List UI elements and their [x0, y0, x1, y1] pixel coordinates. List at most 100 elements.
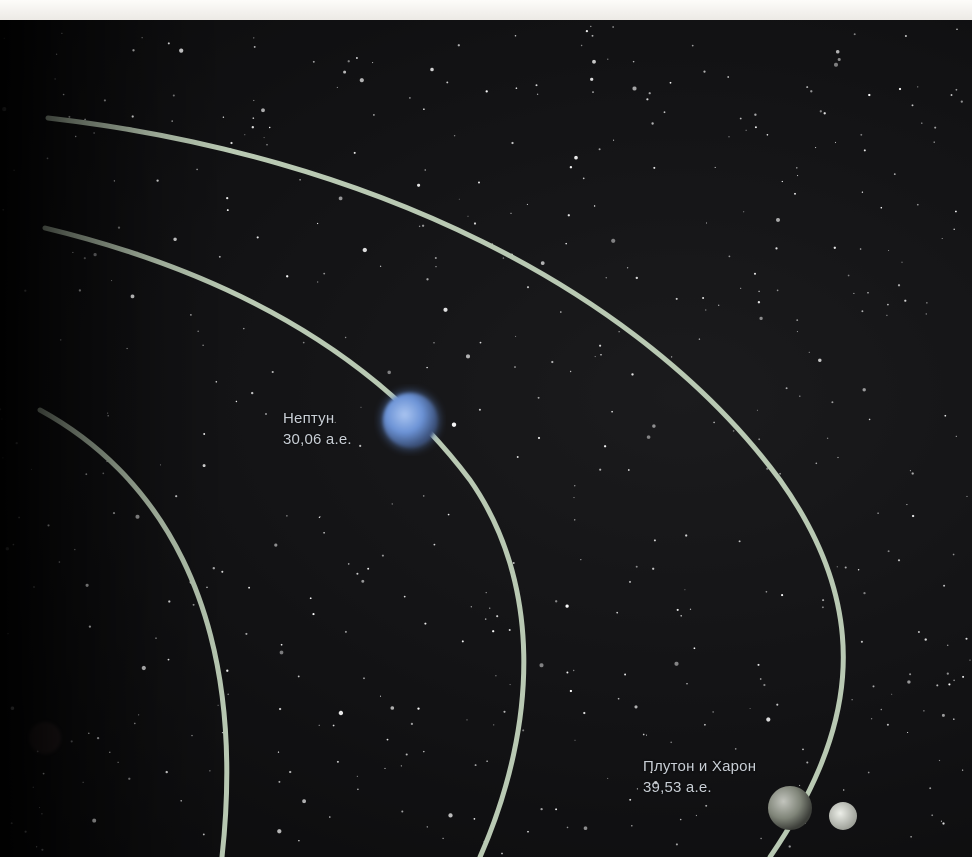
star [484, 618, 487, 620]
star [30, 468, 32, 470]
star [447, 513, 450, 516]
star [426, 826, 428, 828]
star [911, 514, 915, 518]
star [470, 606, 472, 608]
star [361, 579, 365, 583]
star [819, 110, 822, 113]
star [2, 107, 7, 112]
star [592, 59, 596, 64]
star [743, 211, 745, 213]
star [727, 76, 730, 78]
star [652, 424, 656, 428]
star [705, 804, 708, 807]
star [740, 287, 742, 289]
star [112, 512, 116, 515]
star [592, 91, 594, 93]
star [642, 733, 645, 736]
star [433, 342, 435, 344]
star [929, 787, 932, 790]
star [422, 495, 425, 497]
star [648, 92, 651, 95]
star [357, 788, 359, 791]
star [379, 265, 382, 267]
star [909, 673, 912, 676]
star [775, 247, 778, 250]
star [473, 818, 476, 820]
star [766, 134, 769, 136]
star [799, 784, 801, 786]
star [872, 685, 875, 688]
star [891, 693, 893, 695]
star [435, 266, 437, 268]
star [781, 594, 784, 597]
star [24, 830, 27, 833]
star [278, 780, 281, 783]
star [860, 640, 863, 643]
star [796, 331, 798, 333]
star [3, 37, 5, 40]
star [221, 732, 223, 734]
orbit-outer [45, 115, 846, 857]
star [209, 770, 211, 772]
star [24, 289, 27, 292]
star [796, 319, 799, 321]
star [221, 570, 224, 573]
star [84, 118, 86, 121]
star [877, 512, 879, 514]
star [788, 845, 791, 848]
star [458, 198, 460, 200]
star [566, 671, 569, 674]
star [702, 297, 705, 299]
star [347, 563, 350, 565]
star [646, 98, 649, 101]
star [925, 313, 928, 315]
star [917, 86, 919, 88]
star [46, 157, 49, 160]
star [718, 304, 720, 306]
star [347, 60, 350, 63]
star [815, 147, 817, 149]
star [251, 126, 254, 129]
star [712, 711, 714, 713]
star [474, 764, 477, 767]
star [33, 586, 35, 588]
star [594, 356, 596, 358]
star [522, 729, 525, 732]
star [679, 818, 682, 821]
star [785, 387, 788, 390]
star [862, 388, 866, 392]
star [654, 781, 658, 785]
star [96, 736, 100, 740]
star [574, 155, 578, 160]
star [822, 599, 825, 602]
star [179, 48, 184, 53]
star [117, 761, 119, 763]
star [616, 611, 618, 614]
star [131, 115, 134, 118]
star [318, 516, 321, 519]
star [628, 580, 632, 583]
star [631, 825, 633, 827]
star [946, 672, 949, 675]
star [400, 765, 402, 767]
star [797, 175, 799, 177]
star [173, 237, 177, 242]
star [256, 236, 259, 239]
star [493, 724, 495, 726]
star [508, 629, 511, 631]
star [103, 99, 106, 102]
star [192, 603, 195, 606]
star [318, 724, 320, 726]
star [323, 272, 326, 275]
star [501, 852, 503, 855]
star [107, 412, 109, 414]
star [172, 94, 175, 97]
star [893, 173, 896, 175]
star [111, 280, 113, 282]
star [863, 591, 866, 595]
star [781, 180, 783, 183]
star [938, 759, 941, 762]
star [760, 837, 762, 840]
star [85, 583, 89, 587]
star [384, 767, 386, 769]
